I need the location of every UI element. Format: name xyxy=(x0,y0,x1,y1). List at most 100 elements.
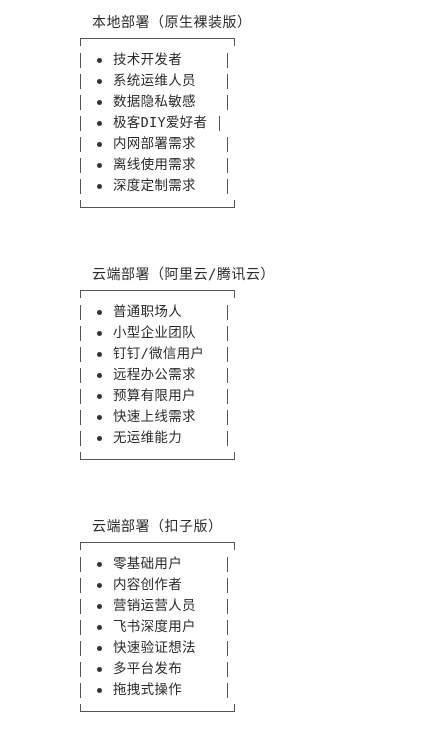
list-item: 营销运营人员 xyxy=(80,596,235,617)
box-side-border xyxy=(80,74,81,89)
item-label: 预算有限用户 xyxy=(113,388,196,404)
item-label: 技术开发者 xyxy=(113,52,182,68)
item-label: 钉钉/微信用户 xyxy=(113,346,205,362)
audience-box: 零基础用户 内容创作者 营销运营人员 飞书深度用户 快速验证想法 多平台发布 拖… xyxy=(80,542,235,712)
bullet-icon xyxy=(97,604,102,609)
list-item: 钉钉/微信用户 xyxy=(80,344,235,365)
list-item: 飞书深度用户 xyxy=(80,617,235,638)
box-side-border xyxy=(80,599,81,614)
box-side-border xyxy=(80,137,81,152)
audience-list: 零基础用户 内容创作者 营销运营人员 飞书深度用户 快速验证想法 多平台发布 拖… xyxy=(80,554,235,701)
item-label: 零基础用户 xyxy=(113,556,182,572)
list-item: 系统运维人员 xyxy=(80,71,235,92)
box-side-border xyxy=(80,53,81,68)
box-side-border xyxy=(80,578,81,593)
box-side-border xyxy=(80,641,81,656)
bullet-icon xyxy=(97,688,102,693)
box-side-border xyxy=(80,368,81,383)
item-label: 快速上线需求 xyxy=(113,409,196,425)
box-side-border xyxy=(80,557,81,572)
bullet-icon xyxy=(97,373,102,378)
list-item: 多平台发布 xyxy=(80,659,235,680)
box-side-border xyxy=(227,620,228,635)
bullet-icon xyxy=(97,142,102,147)
list-item: 远程办公需求 xyxy=(80,365,235,386)
box-top-border xyxy=(80,290,235,298)
bullet-icon xyxy=(97,394,102,399)
bullet-icon xyxy=(97,331,102,336)
box-side-border xyxy=(227,389,228,404)
list-item: 深度定制需求 xyxy=(80,176,235,197)
box-side-border xyxy=(80,431,81,446)
list-item: 预算有限用户 xyxy=(80,386,235,407)
bullet-icon xyxy=(97,79,102,84)
box-side-border xyxy=(227,158,228,173)
item-label: 营销运营人员 xyxy=(113,598,196,614)
bullet-icon xyxy=(97,310,102,315)
bullet-icon xyxy=(97,184,102,189)
bullet-icon xyxy=(97,667,102,672)
item-label: 极客DIY爱好者 xyxy=(113,115,208,131)
box-side-border xyxy=(80,389,81,404)
box-top-border xyxy=(80,38,235,46)
box-side-border xyxy=(227,326,228,341)
item-label: 深度定制需求 xyxy=(113,178,196,194)
box-side-border xyxy=(227,431,228,446)
box-side-border xyxy=(80,116,81,131)
item-label: 普通职场人 xyxy=(113,304,182,320)
box-side-border xyxy=(80,158,81,173)
list-item: 快速上线需求 xyxy=(80,407,235,428)
box-side-border xyxy=(227,347,228,362)
box-side-border xyxy=(227,137,228,152)
audience-box: 普通职场人 小型企业团队 钉钉/微信用户 远程办公需求 预算有限用户 快速上线需… xyxy=(80,290,235,460)
item-label: 离线使用需求 xyxy=(113,157,196,173)
bullet-icon xyxy=(97,625,102,630)
list-item: 无运维能力 xyxy=(80,428,235,449)
box-side-border xyxy=(227,683,228,698)
bullet-icon xyxy=(97,436,102,441)
item-label: 远程办公需求 xyxy=(113,367,196,383)
box-side-border xyxy=(80,683,81,698)
bullet-icon xyxy=(97,100,102,105)
box-side-border xyxy=(80,305,81,320)
box-side-border xyxy=(227,179,228,194)
box-side-border xyxy=(227,95,228,110)
item-label: 内容创作者 xyxy=(113,577,182,593)
bullet-icon xyxy=(97,646,102,651)
list-item: 内网部署需求 xyxy=(80,134,235,155)
bullet-icon xyxy=(97,121,102,126)
box-side-border xyxy=(227,599,228,614)
item-label: 小型企业团队 xyxy=(113,325,196,341)
bullet-icon xyxy=(97,58,102,63)
box-side-border xyxy=(80,95,81,110)
bullet-icon xyxy=(97,415,102,420)
box-bottom-border xyxy=(80,200,235,208)
box-top-border xyxy=(80,542,235,550)
list-item: 数据隐私敏感 xyxy=(80,92,235,113)
box-side-border xyxy=(80,410,81,425)
box-side-border xyxy=(219,116,220,131)
box-side-border xyxy=(227,578,228,593)
box-side-border xyxy=(80,179,81,194)
list-item: 零基础用户 xyxy=(80,554,235,575)
box-side-border xyxy=(80,347,81,362)
audience-list: 普通职场人 小型企业团队 钉钉/微信用户 远程办公需求 预算有限用户 快速上线需… xyxy=(80,302,235,449)
section-title: 本地部署（原生裸装版） xyxy=(92,15,252,31)
bullet-icon xyxy=(97,583,102,588)
box-side-border xyxy=(227,368,228,383)
item-label: 快速验证想法 xyxy=(113,640,196,656)
box-side-border xyxy=(227,662,228,677)
audience-list: 技术开发者 系统运维人员 数据隐私敏感 极客DIY爱好者 内网部署需求 离线使用… xyxy=(80,50,235,197)
item-label: 系统运维人员 xyxy=(113,73,196,89)
list-item: 快速验证想法 xyxy=(80,638,235,659)
bullet-icon xyxy=(97,163,102,168)
list-item: 内容创作者 xyxy=(80,575,235,596)
bullet-icon xyxy=(97,562,102,567)
item-label: 内网部署需求 xyxy=(113,136,196,152)
item-label: 飞书深度用户 xyxy=(113,619,196,635)
box-side-border xyxy=(227,53,228,68)
box-bottom-border xyxy=(80,704,235,712)
list-item: 小型企业团队 xyxy=(80,323,235,344)
bullet-icon xyxy=(97,352,102,357)
list-item: 技术开发者 xyxy=(80,50,235,71)
